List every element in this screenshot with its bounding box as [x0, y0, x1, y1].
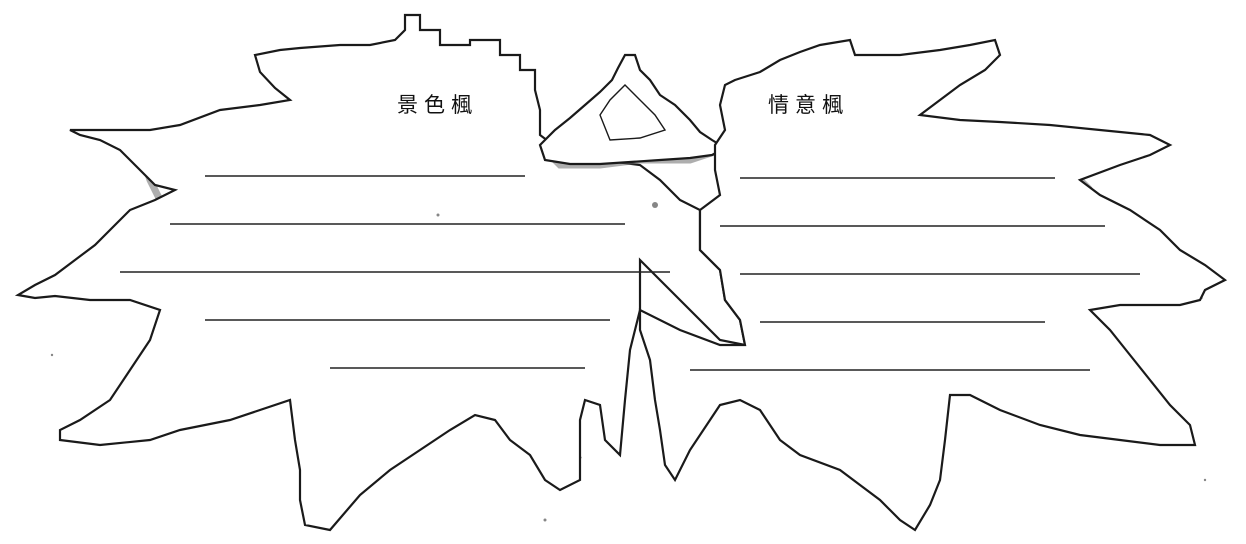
center-leaf-outline	[538, 53, 728, 166]
right-leaf-title: 情意楓	[768, 93, 849, 117]
left-leaf-title: 景色楓	[397, 93, 478, 117]
center-leaf-inner-step	[599, 84, 667, 141]
scan-noise	[50, 202, 1207, 522]
right-maple-leaf	[638, 38, 1228, 532]
left-leaf-writing-lines	[120, 175, 670, 369]
right-leaf-outline	[638, 38, 1228, 532]
right-leaf-writing-lines	[690, 177, 1140, 371]
center-small-leaf	[538, 53, 728, 169]
